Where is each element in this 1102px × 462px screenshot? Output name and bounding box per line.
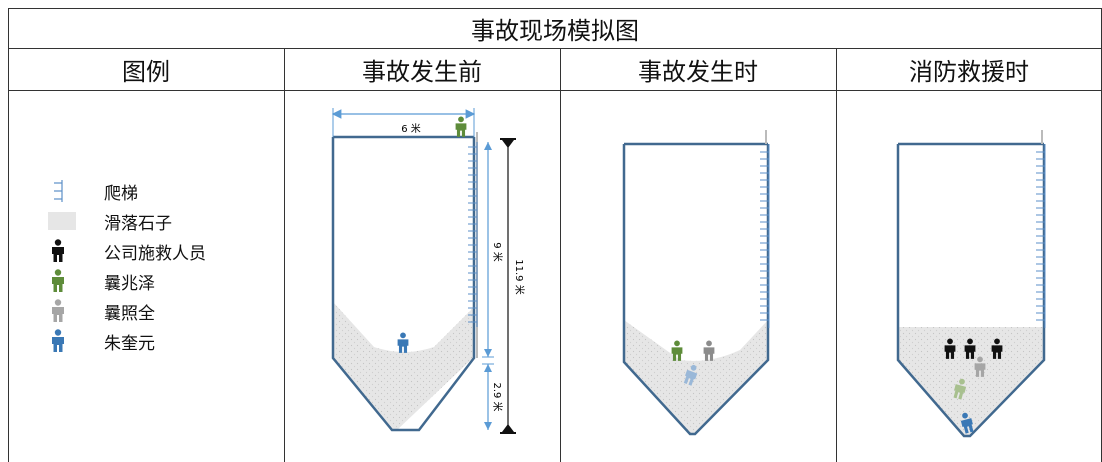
column-divider-2: [560, 48, 561, 462]
person-blue-icon: [48, 328, 88, 354]
legend-label: 公司施救人员: [104, 243, 206, 264]
legend-item-blue: 朱奎元: [48, 326, 206, 356]
ladder-icon: [48, 178, 88, 204]
legend-label: 爬梯: [104, 183, 138, 204]
silo-outline: [896, 142, 1046, 438]
scene-during-accident: [622, 130, 770, 436]
person-green-icon: [48, 268, 88, 294]
ladder: [1036, 130, 1046, 328]
column-header-legend: 图例: [122, 58, 170, 86]
legend-item-gravel: 滑落石子: [48, 206, 206, 236]
gravel-fill: [333, 302, 474, 430]
ladder: [468, 132, 478, 358]
person-gray-icon: [703, 340, 715, 361]
legend-item-green: 曩兆泽: [48, 266, 206, 296]
person-black-icon: [48, 238, 88, 264]
upper-height-label: 9 米: [491, 242, 504, 262]
column-header-before: 事故发生前: [362, 58, 482, 86]
silo-outline: [622, 142, 770, 436]
table-border-left: [8, 8, 9, 462]
column-header-during: 事故发生时: [638, 58, 758, 86]
table-divider-title: [8, 48, 1102, 49]
column-divider-1: [284, 48, 285, 462]
legend-item-black: 公司施救人员: [48, 236, 206, 266]
diagram-title: 事故现场模拟图: [471, 16, 639, 45]
gravel-fill: [898, 327, 1044, 436]
scene-before-accident: 6 米 9 米 2.9 米 11.9 米: [331, 108, 526, 434]
ladder: [760, 130, 770, 328]
table-border-top: [8, 8, 1102, 9]
legend-item-gray: 曩照全: [48, 296, 206, 326]
scene-rescue: [896, 130, 1046, 438]
lower-height-label: 2.9 米: [491, 382, 504, 411]
gravel-swatch-icon: [48, 208, 88, 234]
person-green-icon: [671, 340, 683, 361]
legend-label: 曩兆泽: [104, 273, 155, 294]
column-header-rescue: 消防救援时: [909, 58, 1029, 86]
person-green-icon: [455, 116, 467, 137]
table-divider-header: [8, 90, 1102, 91]
legend-label: 朱奎元: [104, 333, 155, 354]
width-label: 6 米: [401, 122, 421, 135]
legend-label: 滑落石子: [104, 213, 172, 234]
person-gray-icon: [48, 298, 88, 324]
column-divider-3: [836, 48, 837, 462]
silo-outline: [331, 135, 476, 432]
lower-height-arrows: [484, 364, 492, 430]
person-blue-icon: [397, 332, 409, 353]
legend-item-ladder: 爬梯: [48, 176, 206, 206]
legend: 爬梯 滑落石子 公司施救人员 曩兆泽 曩照全: [48, 176, 206, 356]
diagram-table: 事故现场模拟图 图例 事故发生前 事故发生时 消防救援时 爬梯 滑落石子: [8, 8, 1102, 462]
total-height-label: 11.9 米: [513, 259, 526, 294]
legend-label: 曩照全: [104, 303, 155, 324]
